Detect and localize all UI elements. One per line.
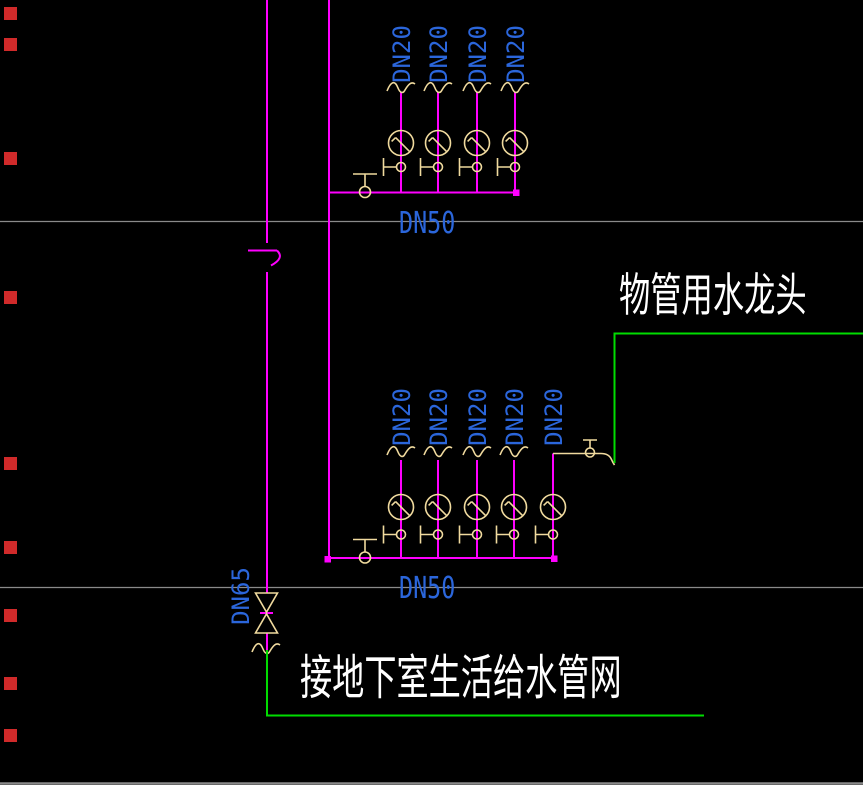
- red-marker: [4, 152, 17, 165]
- stop-valve-icon[interactable]: [495, 524, 520, 545]
- pipe-break-icon[interactable]: [423, 81, 453, 94]
- pipe-break-icon[interactable]: [386, 445, 416, 458]
- stop-valve-icon[interactable]: [382, 157, 407, 177]
- stop-valve-icon[interactable]: [458, 524, 483, 545]
- reference-lines[interactable]: [0, 220, 863, 785]
- pipe-size-label[interactable]: DN20: [502, 25, 530, 83]
- red-marker: [4, 457, 17, 470]
- faucet-icon[interactable]: [584, 447, 596, 458]
- pipe-size-label[interactable]: DN20: [425, 25, 453, 83]
- pipe-size-label[interactable]: DN20: [388, 388, 416, 446]
- red-marker: [4, 291, 17, 304]
- manifold-size-label[interactable]: DN50: [399, 206, 456, 241]
- tap-branch-pipe[interactable]: [553, 452, 616, 466]
- pipe-size-label[interactable]: DN20: [425, 388, 453, 446]
- tap-supply-pipe[interactable]: [613, 332, 863, 464]
- stop-valve-icon[interactable]: [496, 157, 521, 177]
- pipe-break-icon[interactable]: [423, 445, 453, 458]
- pipe-crossing-loop[interactable]: [248, 249, 281, 267]
- red-marker: [4, 729, 17, 742]
- pipe-size-label[interactable]: DN20: [501, 388, 529, 446]
- faucet-icon[interactable]: [583, 439, 597, 448]
- pipe-break-icon[interactable]: [462, 445, 492, 458]
- stop-valve-icon[interactable]: [419, 157, 444, 177]
- main-pipe-size-label[interactable]: DN65: [227, 567, 255, 625]
- stop-valve-icon[interactable]: [382, 524, 407, 545]
- supply-pipes[interactable]: [248, 0, 554, 650]
- stop-valve-icon[interactable]: [534, 524, 559, 545]
- pipe-size-label[interactable]: DN20: [388, 25, 416, 83]
- pipe-break-icon[interactable]: [499, 445, 529, 458]
- faucet-icon[interactable]: [352, 173, 378, 199]
- pipe-size-label[interactable]: DN20: [540, 388, 568, 446]
- red-marker: [4, 7, 17, 20]
- network-pipes[interactable]: [266, 332, 863, 717]
- pipe-size-label[interactable]: DN20: [464, 388, 492, 446]
- basement-annotation-text[interactable]: 接地下室生活给水管网: [300, 650, 622, 706]
- pipe-break-icon[interactable]: [500, 81, 530, 94]
- pipe-fittings[interactable]: [251, 81, 616, 655]
- stop-valve-icon[interactable]: [458, 157, 483, 177]
- pipe-break-icon[interactable]: [386, 81, 416, 94]
- manifold-size-label[interactable]: DN50: [399, 571, 456, 606]
- grip-square[interactable]: [513, 189, 520, 197]
- basement-network-pipe[interactable]: [266, 650, 704, 717]
- pipe-size-label[interactable]: DN20: [464, 25, 492, 83]
- red-marker: [4, 609, 17, 622]
- gate-valve-icon[interactable]: [254, 592, 279, 634]
- pipe-break-icon[interactable]: [462, 81, 492, 94]
- pipe-endpoint-grips[interactable]: [324, 189, 558, 563]
- red-marker: [4, 38, 17, 51]
- stop-valve-icon[interactable]: [419, 524, 444, 545]
- red-marker: [4, 677, 17, 690]
- grip-square[interactable]: [551, 555, 558, 563]
- tap-annotation-text[interactable]: 物管用水龙头: [619, 268, 807, 322]
- red-marker: [4, 541, 17, 554]
- faucet-icon[interactable]: [352, 538, 378, 564]
- grip-square[interactable]: [324, 556, 332, 563]
